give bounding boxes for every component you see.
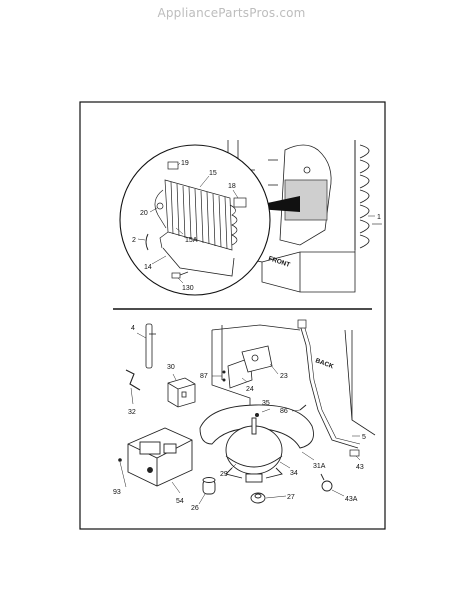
label-54: 54: [176, 498, 184, 505]
connector-block: [297, 319, 307, 329]
label-5: 5: [362, 434, 366, 441]
cabinet-base: [211, 324, 376, 436]
part-43-plug: [349, 449, 360, 457]
part-35-screw: [255, 413, 259, 417]
label-93: 93: [113, 489, 121, 496]
label-15: 15: [209, 170, 217, 177]
diagram-frame: [79, 101, 386, 530]
label-20: 20: [140, 210, 148, 217]
label-34: 34: [290, 470, 298, 477]
label-32: 32: [128, 409, 136, 416]
part-20-clip: [156, 202, 164, 210]
leader-lines-bottom: [119, 332, 361, 505]
label-18: 18: [228, 183, 236, 190]
leader-lines-top: [137, 162, 375, 284]
part-43A-clip: [320, 473, 333, 492]
screw-part-130: [171, 271, 189, 279]
part-87-screws: [222, 370, 226, 382]
label-24: 24: [246, 386, 254, 393]
part-30-relay: [167, 377, 196, 408]
label-1: 1: [377, 214, 381, 221]
label-30: 30: [167, 364, 175, 371]
label-14: 14: [144, 264, 152, 271]
label-27: 27: [287, 494, 295, 501]
part-24-bracket: [227, 345, 273, 389]
label-86: 86: [280, 408, 288, 415]
label-87: 87: [200, 373, 208, 380]
part-4-tube: [145, 323, 156, 369]
label-2: 2: [132, 237, 136, 244]
label-29: 29: [220, 471, 228, 478]
label-130: 130: [182, 285, 194, 292]
watermark-text: AppliancePartsPros.com: [157, 6, 306, 20]
part-93-screw: [118, 458, 122, 462]
label-35: 35: [262, 400, 270, 407]
part-32-wire: [125, 369, 141, 391]
label-15A: 15A: [185, 237, 198, 244]
part-2-wire: [145, 233, 149, 251]
evaporator-coil-part-15: [154, 179, 238, 251]
part-26-capacitor: [202, 477, 216, 495]
part-18-block: [233, 197, 247, 208]
part-54-control-box: [127, 427, 193, 487]
part-27-grommet: [250, 492, 266, 504]
label-31A: 31A: [313, 463, 326, 470]
condenser-coil-part-1: [354, 140, 382, 250]
label-43A: 43A: [345, 496, 358, 503]
part-23-wiring: [299, 324, 359, 449]
label-4: 4: [131, 325, 135, 332]
label-23: 23: [280, 373, 288, 380]
label-19: 19: [181, 160, 189, 167]
drain-tube-part-14: [162, 247, 235, 277]
label-26: 26: [191, 505, 199, 512]
label-43: 43: [356, 464, 364, 471]
part-19-block: [167, 161, 179, 170]
part-86-clip: [299, 404, 307, 411]
compressor-assembly: [199, 404, 314, 483]
word-back: BACK: [314, 357, 334, 370]
detail-magnifier-circle: [119, 144, 271, 296]
